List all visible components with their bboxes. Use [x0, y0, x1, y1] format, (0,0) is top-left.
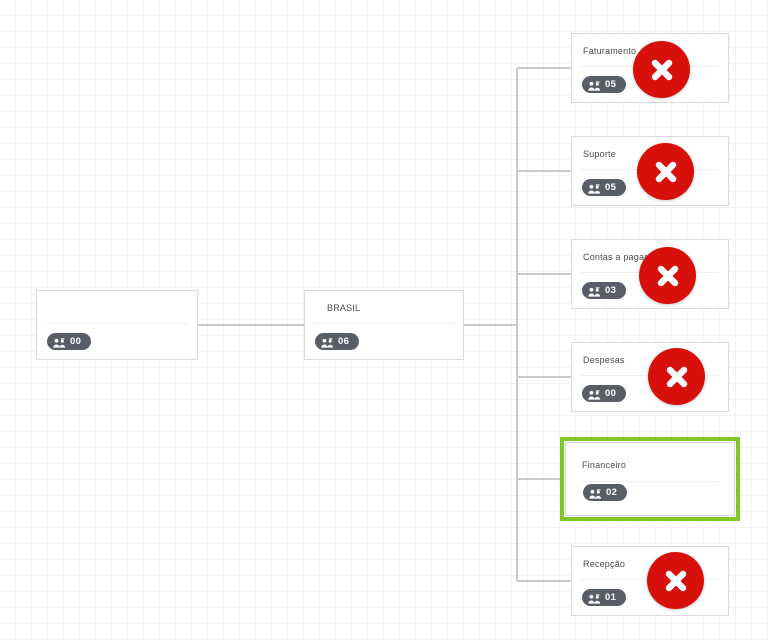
member-count-badge[interactable]: 01 [582, 589, 626, 606]
group-users-icon [321, 336, 334, 348]
member-count-badge[interactable]: 05 [582, 179, 626, 196]
org-node-title: Financeiro [582, 460, 627, 470]
org-node-title: Recepção [583, 559, 626, 569]
remove-node-button[interactable] [637, 143, 694, 200]
member-count-value: 05 [605, 78, 617, 90]
member-count-value: 00 [605, 387, 617, 399]
close-icon [657, 265, 678, 286]
member-count-badge[interactable]: 00 [582, 385, 626, 402]
org-node-title: Suporte [583, 149, 616, 159]
remove-node-button[interactable] [648, 348, 705, 405]
group-users-icon [588, 79, 601, 91]
org-node-brasil[interactable]: BRASIL 06 [304, 290, 464, 360]
remove-node-button[interactable] [633, 41, 690, 98]
node-divider [46, 323, 188, 324]
org-node-title: Despesas [583, 355, 625, 365]
org-node-title: BRASIL [327, 303, 361, 313]
member-count-badge[interactable]: 03 [582, 282, 626, 299]
member-count-badge[interactable]: 02 [583, 484, 627, 501]
member-count-value: 02 [606, 486, 618, 498]
node-divider [314, 323, 454, 324]
member-count-badge[interactable]: 00 [47, 333, 91, 350]
close-icon [651, 59, 672, 80]
close-icon [655, 161, 676, 182]
close-icon [665, 570, 686, 591]
remove-node-button[interactable] [639, 247, 696, 304]
member-count-value: 03 [605, 284, 617, 296]
node-inner-frame [565, 442, 735, 516]
node-divider [582, 481, 718, 482]
group-users-icon [588, 388, 601, 400]
member-count-value: 00 [70, 335, 82, 347]
org-node-root[interactable]: 00 [36, 290, 198, 360]
group-users-icon [589, 487, 602, 499]
member-count-badge[interactable]: 05 [582, 76, 626, 93]
member-count-badge[interactable]: 06 [315, 333, 359, 350]
org-node-title: Faturamento [583, 46, 637, 56]
group-users-icon [588, 285, 601, 297]
group-users-icon [588, 182, 601, 194]
group-users-icon [588, 592, 601, 604]
member-count-value: 05 [605, 181, 617, 193]
remove-node-button[interactable] [647, 552, 704, 609]
close-icon [666, 366, 687, 387]
member-count-value: 01 [605, 591, 617, 603]
org-node-title: Contas a pagar [583, 252, 648, 262]
org-node-financeiro[interactable]: Financeiro 02 [560, 437, 740, 521]
member-count-value: 06 [338, 335, 350, 347]
group-users-icon [53, 336, 66, 348]
